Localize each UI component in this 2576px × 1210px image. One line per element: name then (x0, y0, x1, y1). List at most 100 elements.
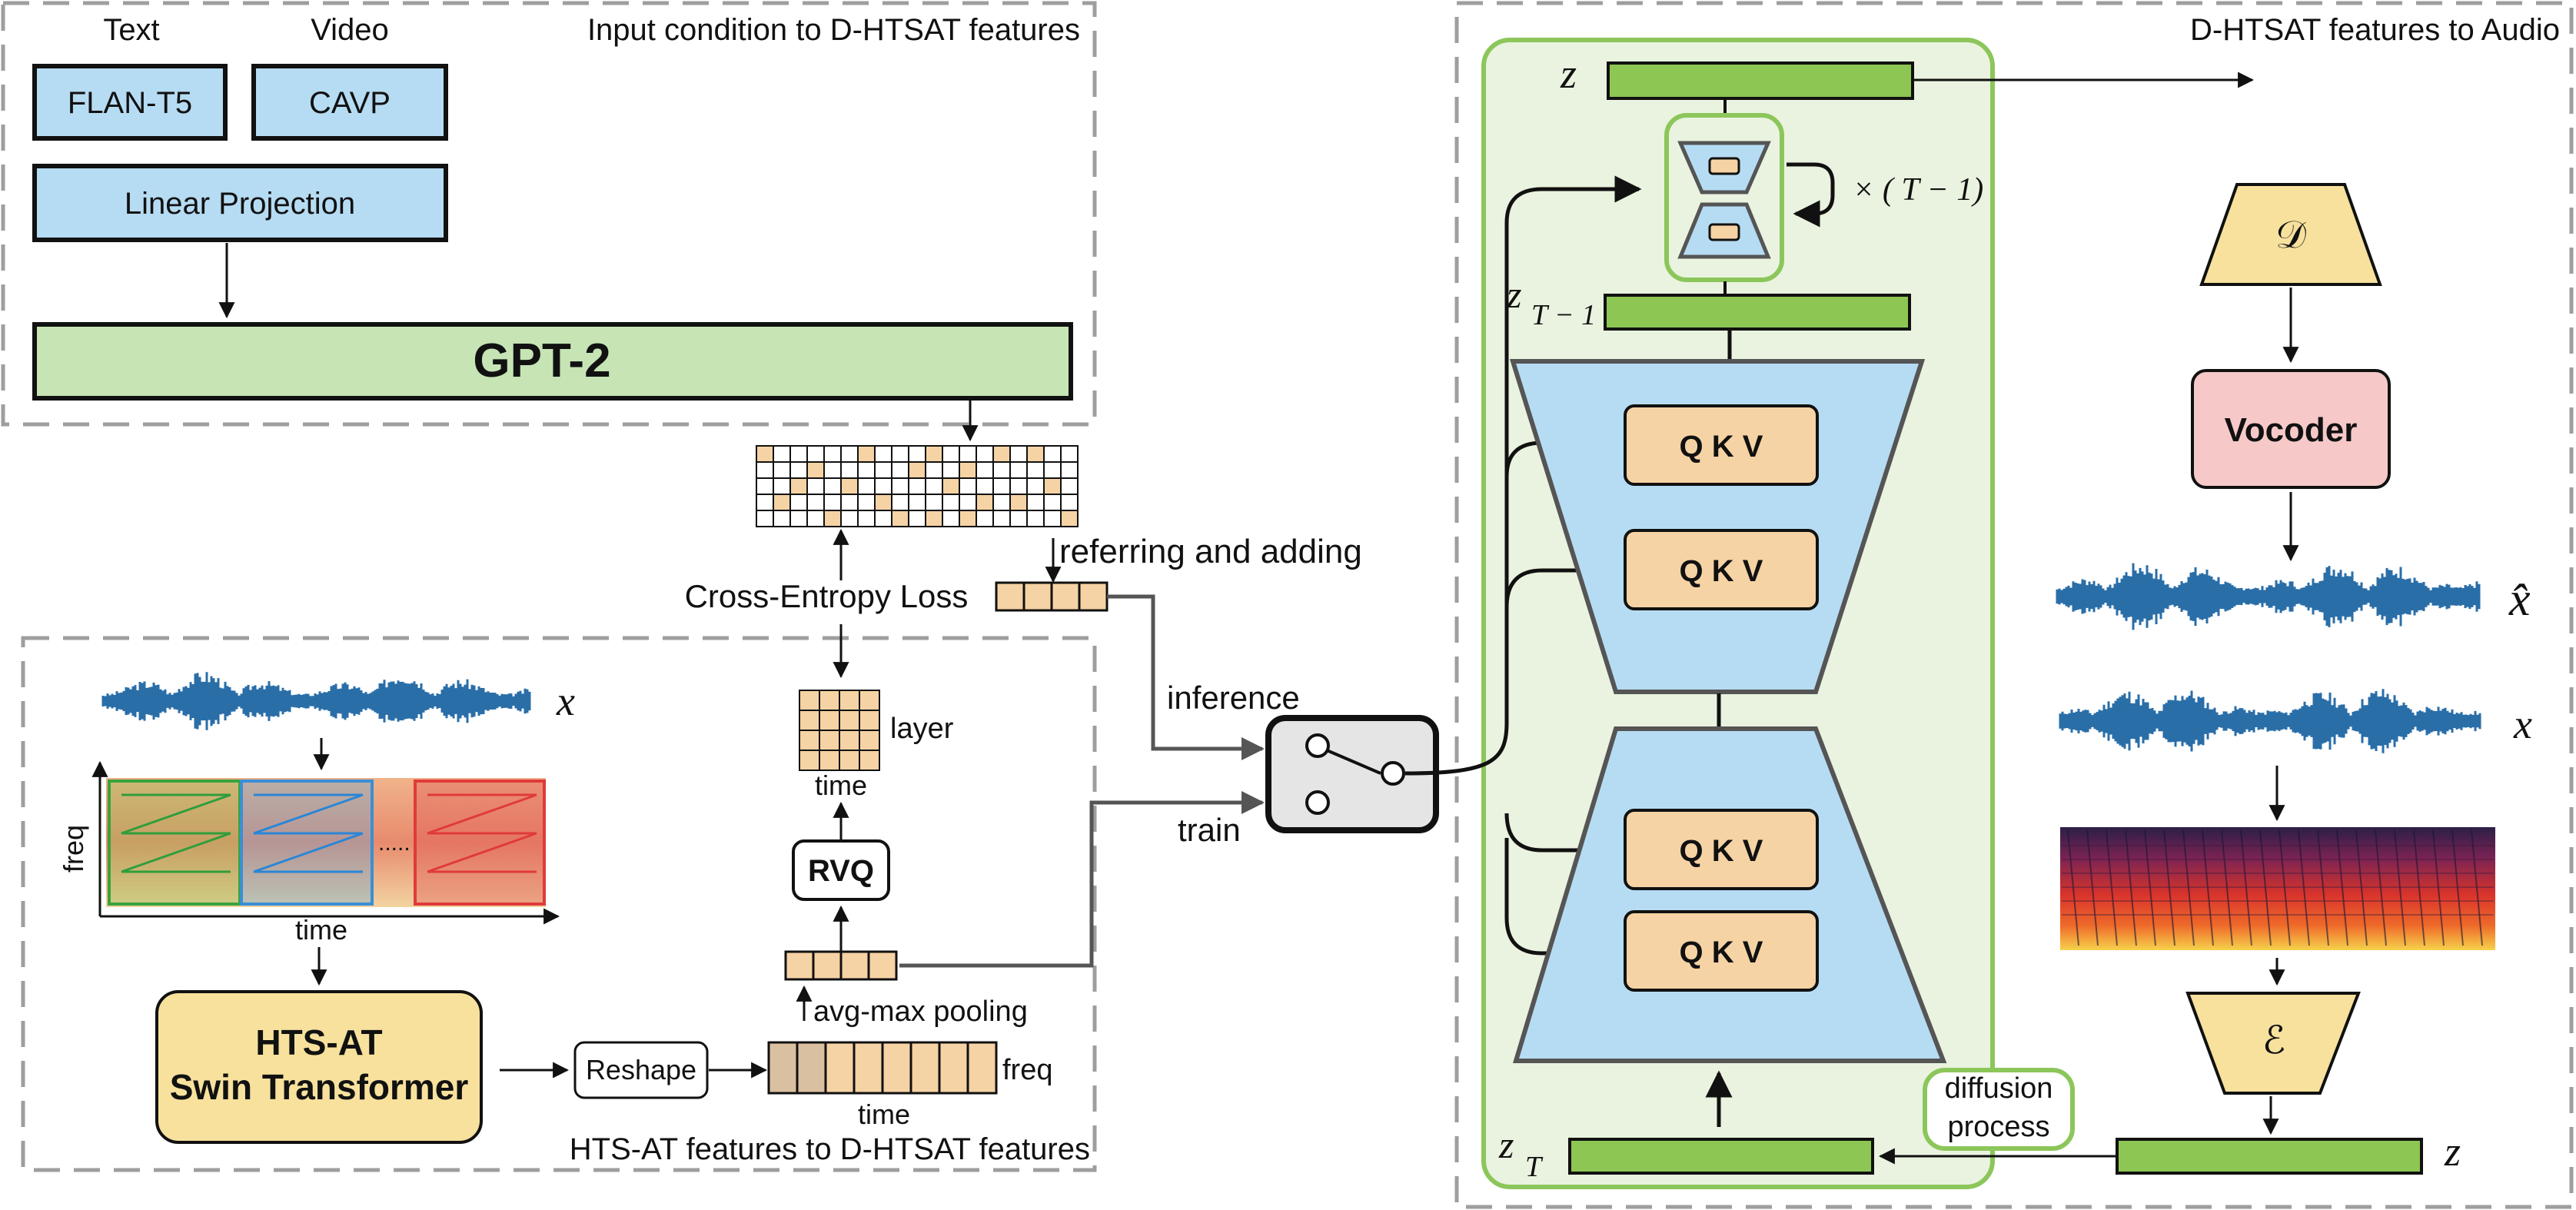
qkv-label: Q K V (1680, 554, 1763, 588)
token-cell (773, 461, 791, 479)
z-out-symbol: z (2444, 1129, 2461, 1175)
token-cell (1026, 477, 1045, 495)
token-cell (823, 494, 842, 511)
token-cell (840, 461, 859, 479)
referring-label: referring and adding (1059, 533, 1362, 570)
token-cell (773, 494, 791, 511)
token-cell (773, 445, 791, 463)
svg-text:.....: ..... (378, 830, 410, 856)
hts-at-line1: HTS-AT (255, 1022, 382, 1062)
token-cell (756, 510, 774, 527)
encoder-block (2185, 992, 2361, 1095)
token-cell (891, 494, 909, 511)
token-cell (992, 477, 1011, 495)
token-cell (942, 510, 960, 527)
token-cell (840, 445, 859, 463)
vector-cell (867, 950, 898, 981)
avg-max-label: avg-max pooling (813, 996, 1028, 1028)
vector-cell (784, 950, 815, 981)
vector-cell (853, 1041, 884, 1095)
generated-waveform (2056, 563, 2481, 630)
x-hat-symbol: x̂ (2508, 573, 2531, 626)
token-cell (1060, 477, 1079, 495)
token-cell (976, 461, 994, 479)
token-cell (976, 445, 994, 463)
token-cell (874, 461, 892, 479)
token-cell (959, 494, 977, 511)
flan-t5-box (32, 64, 228, 141)
encoder-symbol: ℰ (2262, 1019, 2285, 1062)
z-t-minus-1-bar (1604, 294, 1911, 331)
diffusion-line2: process (1947, 1111, 2049, 1143)
token-cell (823, 445, 842, 463)
token-cell (1060, 445, 1079, 463)
token-cell (773, 477, 791, 495)
token-cell (1026, 510, 1045, 527)
x-ref-symbol: x (2513, 701, 2532, 747)
token-cell (942, 494, 960, 511)
layer-cell (799, 730, 820, 751)
qkv-block (1624, 910, 1819, 992)
token-cell (976, 494, 994, 511)
vector-cell (839, 950, 870, 981)
qkv-blocks: Q K VQ K VQ K VQ K V (1624, 404, 1819, 992)
layer-label: layer (890, 713, 954, 745)
train-label: train (1178, 812, 1241, 848)
spec-freq-label: freq (58, 825, 89, 873)
layer-cell (859, 690, 880, 711)
token-cell (789, 510, 808, 527)
token-cell (976, 510, 994, 527)
token-cell (823, 477, 842, 495)
rvq-box (792, 839, 890, 901)
token-cell (857, 510, 876, 527)
vector-cell (938, 1041, 969, 1095)
token-cell (1009, 477, 1028, 495)
input-waveform (101, 672, 531, 730)
token-cell (925, 461, 943, 479)
token-cell (874, 494, 892, 511)
token-cell (925, 477, 943, 495)
vector-cell (881, 1041, 912, 1095)
token-cell (857, 494, 876, 511)
layer-cell (819, 730, 840, 751)
layer-cell (839, 750, 860, 771)
token-cell (925, 510, 943, 527)
token-cell (908, 510, 926, 527)
token-cell (1043, 445, 1062, 463)
token-cell (992, 510, 1011, 527)
qkv-block (1624, 404, 1819, 486)
token-cell (925, 445, 943, 463)
token-cell (789, 461, 808, 479)
token-cell (773, 510, 791, 527)
z-t-minus-1-sub: T − 1 (1531, 299, 1596, 331)
token-cell (874, 510, 892, 527)
layer-cell (839, 690, 860, 711)
reference-waveform (2059, 689, 2481, 753)
qkv-block (1624, 529, 1819, 610)
token-cell (806, 461, 825, 479)
layer-cell (799, 690, 820, 711)
vector-cell (796, 1041, 827, 1095)
diffusion-process-box (1923, 1068, 2075, 1151)
token-cell (908, 477, 926, 495)
token-cell (891, 445, 909, 463)
token-cell (840, 494, 859, 511)
vocoder-box (2191, 369, 2391, 489)
z-out-bar (2116, 1138, 2423, 1175)
qkv-label: Q K V (1680, 834, 1763, 868)
token-cell (959, 461, 977, 479)
token-cell (925, 494, 943, 511)
token-cell (1060, 494, 1079, 511)
token-cell (992, 494, 1011, 511)
qkv-block (1624, 809, 1819, 890)
input-condition-panel (1, 1, 1097, 427)
hts-at-line2: Swin Transformer (170, 1067, 469, 1107)
reshape-box (573, 1041, 709, 1099)
flan-t5-label: FLAN-T5 (68, 86, 192, 120)
token-cell (1009, 510, 1028, 527)
layer-cell (819, 750, 840, 771)
token-cell (756, 445, 774, 463)
mode-switch (1265, 715, 1439, 833)
token-cell (959, 510, 977, 527)
z-t-symbol: z (1498, 1123, 1514, 1166)
